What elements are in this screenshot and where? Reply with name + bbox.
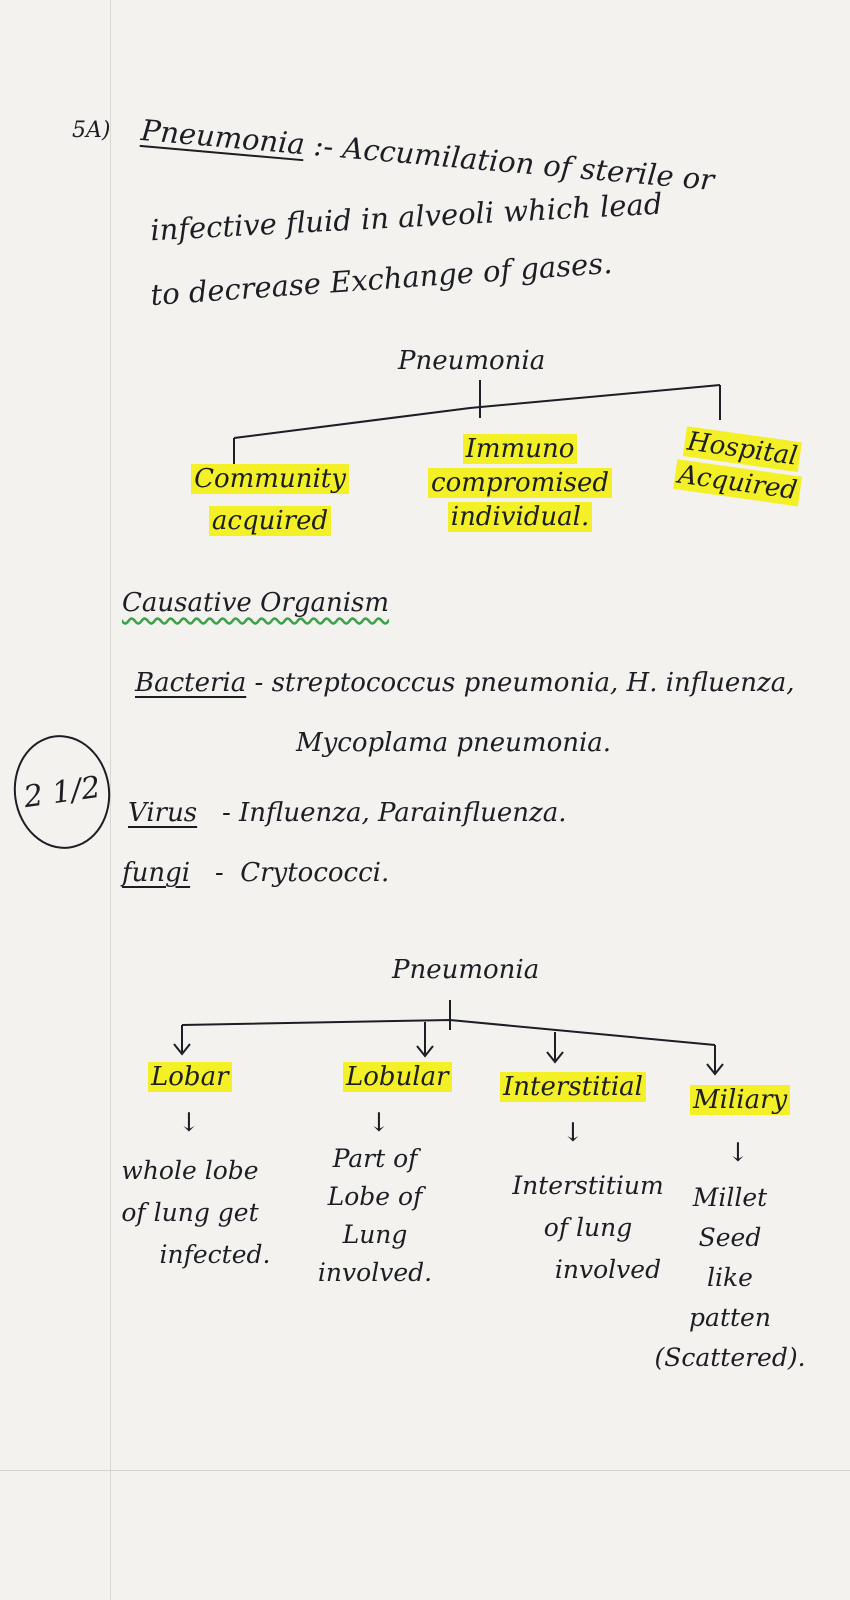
type-lobular-desc: Part of Lobe of Lung involved. (300, 1140, 450, 1292)
type-miliary-desc-2: Seed (698, 1223, 762, 1252)
type-lobar-arrow: ↓ (178, 1108, 200, 1138)
type-interstitial-arrow: ↓ (562, 1118, 584, 1148)
type-miliary-arrow: ↓ (727, 1138, 749, 1168)
fungi-row: fungi - Crytococci. (122, 858, 389, 888)
type-lobar-desc: whole lobe of lung get infected. (100, 1150, 280, 1276)
type-lobar-name: Lobar (148, 1062, 232, 1092)
virus-row: Virus - Influenza, Parainfluenza. (128, 798, 566, 828)
type-interstitial-name: Interstitial (500, 1072, 646, 1102)
tree1-node-immuno-line3: individual. (447, 502, 593, 532)
type-interstitial-desc-1: Interstitium (512, 1171, 664, 1200)
type-miliary-desc-3: like (707, 1263, 753, 1292)
type-lobular-name: Lobular (343, 1062, 452, 1092)
fungi-dash: - (214, 858, 224, 888)
type-interstitial-desc: Interstitium of lung involved (498, 1165, 678, 1291)
tree2-root: Pneumonia (392, 955, 540, 985)
type-lobar-desc-2: of lung get (121, 1198, 259, 1227)
type-interstitial-desc-3: involved (554, 1255, 662, 1284)
type-lobular-desc-1: Part of (332, 1144, 418, 1173)
fungi-text: Crytococci. (240, 858, 390, 888)
causative-heading: Causative Organism (122, 588, 390, 618)
type-lobar-label: Lobar (148, 1062, 232, 1092)
virus-label: Virus (128, 798, 198, 828)
tree1-node-community-line2: acquired (208, 506, 332, 536)
type-lobular-desc-2: Lobe of (327, 1182, 423, 1211)
virus-text: Influenza, Parainfluenza. (239, 798, 567, 828)
type-lobular-arrow: ↓ (368, 1108, 390, 1138)
tree1-node-immuno: Immuno compromised individual. (420, 432, 620, 534)
bacteria-row: Bacteria - streptococcus pneumonia, H. i… (135, 668, 795, 698)
tree1-node-immuno-line1: Immuno (462, 434, 578, 464)
bacteria-text-2: Mycoplama pneumonia. (296, 728, 612, 758)
type-lobular-desc-4: involved. (317, 1258, 433, 1287)
fungi-label: fungi (122, 858, 191, 888)
type-miliary-desc: Millet Seed like patten (Scattered). (640, 1178, 820, 1378)
type-miliary-desc-5: (Scattered). (654, 1343, 806, 1372)
type-interstitial-label: Interstitial (500, 1072, 646, 1102)
bacteria-dash: - (254, 668, 264, 698)
tree1-root: Pneumonia (398, 346, 546, 376)
type-miliary-desc-4: patten (689, 1303, 771, 1332)
virus-dash: - (221, 798, 231, 828)
tree1-node-community-line1: Community (191, 464, 349, 494)
page-margin-line (110, 0, 111, 1600)
tree1-node-community: Community acquired (180, 462, 360, 538)
tree1-node-immuno-line2: compromised (428, 468, 612, 498)
bacteria-label: Bacteria (135, 668, 247, 698)
page-fold-line (0, 1470, 850, 1471)
type-miliary-desc-1: Millet (692, 1183, 768, 1212)
type-lobar-desc-3: infected. (159, 1240, 271, 1269)
type-lobular-label: Lobular (343, 1062, 452, 1092)
type-miliary-name: Miliary (690, 1085, 791, 1115)
type-miliary-label: Miliary (690, 1085, 791, 1115)
question-number: 5A) (72, 118, 111, 143)
bacteria-text: streptococcus pneumonia, H. influenza, (271, 668, 795, 698)
type-interstitial-desc-2: of lung (543, 1213, 633, 1242)
type-lobular-desc-3: Lung (342, 1220, 408, 1249)
type-lobar-desc-1: whole lobe (121, 1156, 259, 1185)
